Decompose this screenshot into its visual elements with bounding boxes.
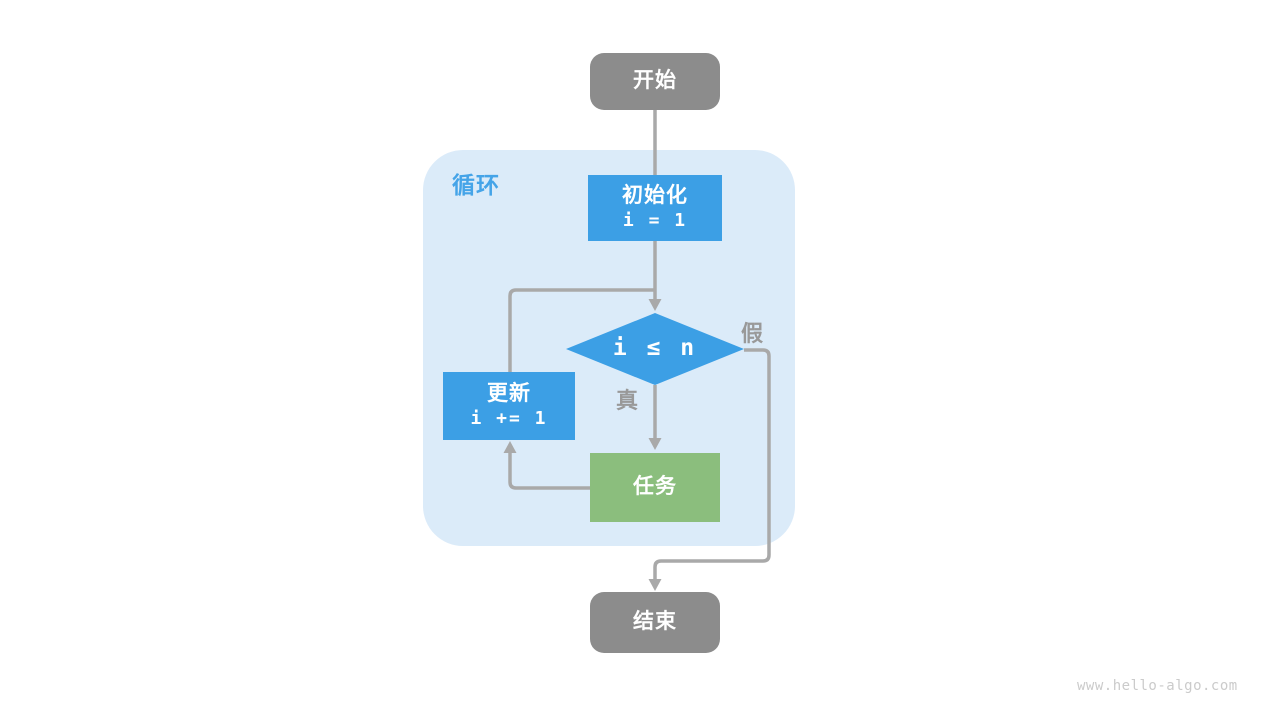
end-label: 结束 xyxy=(633,610,677,634)
condition-label: i ≤ n xyxy=(612,335,698,362)
node-init: 初始化 i = 1 xyxy=(588,175,722,241)
update-label: 更新 xyxy=(487,381,531,405)
edge-label-false: 假 xyxy=(741,321,764,346)
start-label: 开始 xyxy=(633,69,677,93)
node-update: 更新 i += 1 xyxy=(443,372,575,440)
watermark: www.hello-algo.com xyxy=(1077,678,1238,694)
loop-label: 循环 xyxy=(452,172,500,198)
init-label: 初始化 xyxy=(622,183,688,207)
edge-update-merge xyxy=(508,288,655,372)
edge-label-true: 真 xyxy=(616,388,639,413)
arrowhead-end xyxy=(648,579,662,591)
arrowhead-task xyxy=(648,438,662,450)
node-end: 结束 xyxy=(590,592,720,653)
init-code: i = 1 xyxy=(622,209,688,231)
node-task: 任务 xyxy=(590,453,720,522)
edge-task-update xyxy=(508,453,590,490)
edge-condition-end xyxy=(653,348,771,580)
arrowhead-update xyxy=(503,441,517,453)
update-code: i += 1 xyxy=(470,407,548,429)
arrowhead-condition xyxy=(648,299,662,311)
node-start: 开始 xyxy=(590,53,720,110)
task-label: 任务 xyxy=(633,475,677,499)
